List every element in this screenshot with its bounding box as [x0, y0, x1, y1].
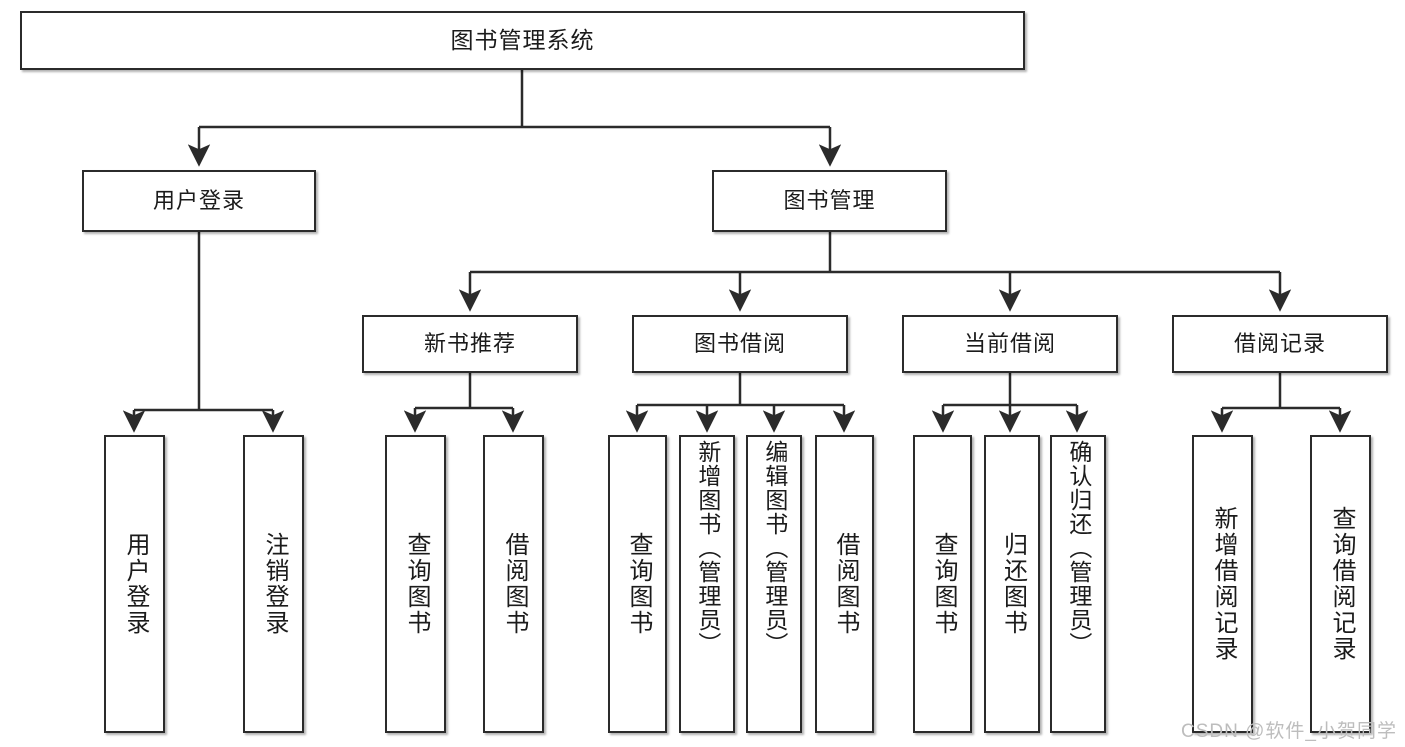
- leaf-borrow-borrow-book[interactable]: 借阅图书: [815, 435, 874, 733]
- leaf-user-login-signin[interactable]: 用户登录: [104, 435, 165, 733]
- node-borrow-record[interactable]: 借阅记录: [1172, 315, 1388, 373]
- node-user-login[interactable]: 用户登录: [82, 170, 316, 232]
- node-label: 查询图书: [624, 532, 652, 636]
- node-label: 确认归还（管理员）: [1065, 440, 1092, 656]
- node-label: 图书借阅: [693, 331, 786, 356]
- node-label: 新增图书（管理员）: [694, 440, 721, 656]
- node-label: 当前借阅: [963, 331, 1056, 356]
- leaf-recommend-query-book[interactable]: 查询图书: [385, 435, 446, 733]
- node-label: 编辑图书（管理员）: [761, 440, 788, 656]
- node-label: 借阅图书: [500, 532, 528, 636]
- node-root-system[interactable]: 图书管理系统: [20, 11, 1025, 70]
- node-label: 归还图书: [999, 532, 1027, 636]
- node-label: 图书管理系统: [450, 27, 595, 53]
- node-label: 新增借阅记录: [1209, 506, 1237, 662]
- node-label: 借阅记录: [1233, 331, 1326, 356]
- leaf-borrow-add-book-admin[interactable]: 新增图书（管理员）: [679, 435, 735, 733]
- leaf-current-confirm-return-admin[interactable]: 确认归还（管理员）: [1050, 435, 1106, 733]
- node-label: 查询借阅记录: [1327, 506, 1355, 662]
- leaf-record-add-record[interactable]: 新增借阅记录: [1192, 435, 1253, 733]
- node-label: 借阅图书: [831, 532, 859, 636]
- node-label: 用户登录: [152, 188, 245, 213]
- node-current-borrow[interactable]: 当前借阅: [902, 315, 1118, 373]
- node-label: 注销登录: [260, 532, 288, 636]
- leaf-borrow-edit-book-admin[interactable]: 编辑图书（管理员）: [746, 435, 802, 733]
- node-book-management[interactable]: 图书管理: [712, 170, 947, 232]
- node-label: 用户登录: [121, 532, 149, 636]
- leaf-record-query-record[interactable]: 查询借阅记录: [1310, 435, 1371, 733]
- node-book-borrow[interactable]: 图书借阅: [632, 315, 848, 373]
- node-new-book-recommend[interactable]: 新书推荐: [362, 315, 578, 373]
- node-label: 查询图书: [929, 532, 957, 636]
- leaf-borrow-query-book[interactable]: 查询图书: [608, 435, 667, 733]
- leaf-user-login-signout[interactable]: 注销登录: [243, 435, 304, 733]
- node-label: 图书管理: [783, 188, 876, 213]
- leaf-current-return-book[interactable]: 归还图书: [984, 435, 1040, 733]
- leaf-recommend-borrow-book[interactable]: 借阅图书: [483, 435, 544, 733]
- leaf-current-query-book[interactable]: 查询图书: [913, 435, 972, 733]
- node-label: 查询图书: [402, 532, 430, 636]
- node-label: 新书推荐: [423, 331, 516, 356]
